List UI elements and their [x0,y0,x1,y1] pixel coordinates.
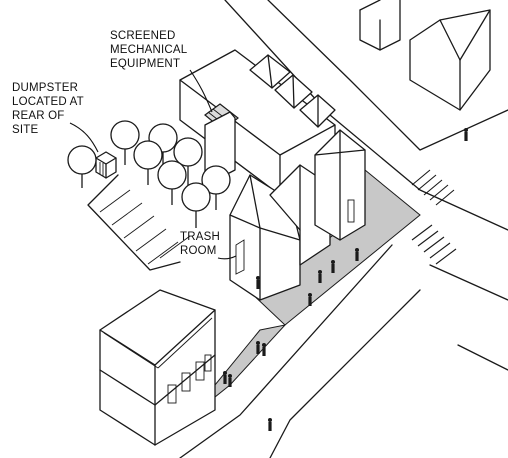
label-dumpster: DUMPSTER LOCATED AT REAR OF SITE [12,82,84,136]
dumpster-leader [69,122,99,153]
equipment-leader [189,69,213,113]
svg-text:ROOM: ROOM [180,245,217,257]
parking-lot [87,174,191,271]
dumpster [95,151,117,179]
main-building [229,129,366,301]
rear-building [179,49,336,196]
svg-text:EQUIPMENT: EQUIPMENT [110,58,180,70]
svg-text:SITE: SITE [12,124,38,136]
neighbor-buildings [359,0,491,111]
svg-text:TRASH: TRASH [180,231,220,243]
svg-text:LOCATED AT: LOCATED AT [12,96,84,108]
svg-text:DUMPSTER: DUMPSTER [12,82,78,94]
svg-text:MECHANICAL: MECHANICAL [110,44,188,56]
crosswalk-east [411,224,457,265]
svg-text:SCREENED: SCREENED [110,30,176,42]
street-edges [179,0,508,458]
corner-building [99,289,216,446]
label-screened-mechanical-equipment: SCREENED MECHANICAL EQUIPMENT [110,30,188,70]
trash-leader [217,255,237,260]
crosswalk-north [411,169,455,206]
label-trash-room: TRASH ROOM [180,231,220,257]
person-icon [223,128,468,431]
svg-text:REAR OF: REAR OF [12,110,65,122]
tree-icon [67,120,231,228]
